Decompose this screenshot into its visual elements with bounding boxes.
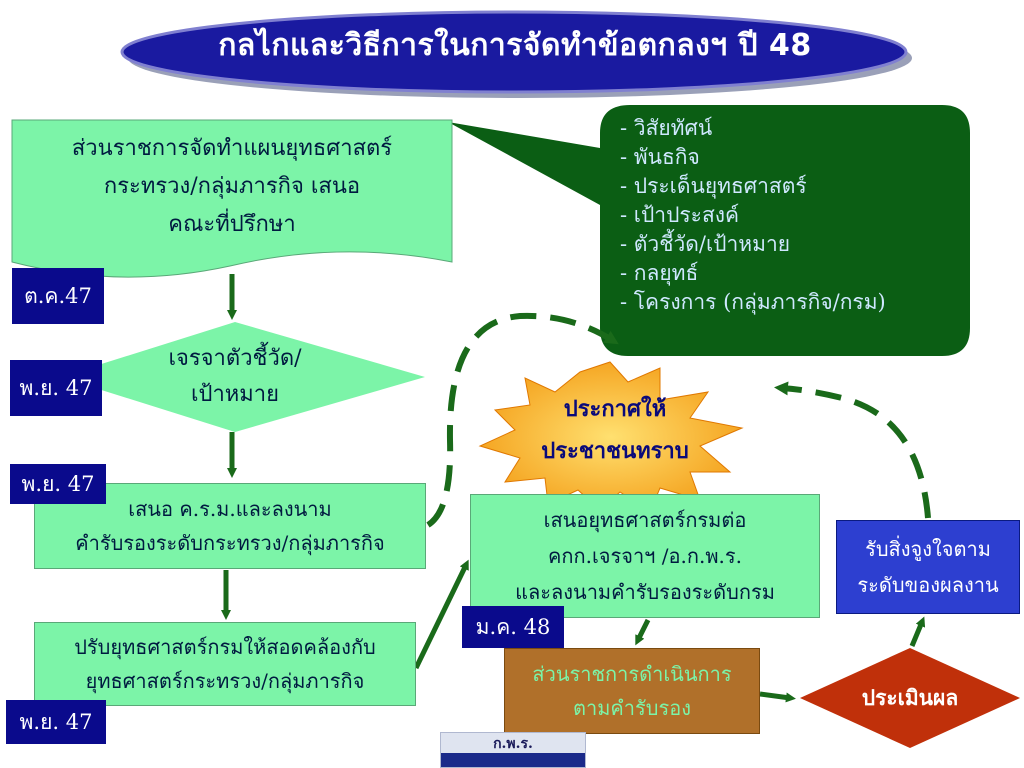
box3-line-1: ปรับยุทธศาสตร์กรมให้สอดคล้องกับ: [74, 635, 376, 659]
bubble-list: - วิสัยทัศน์ - พันธกิจ - ประเด็นยุทธศาสต…: [620, 114, 970, 317]
box1-line-2: กระทรวง/กลุ่มภารกิจ เสนอ: [103, 174, 361, 199]
box4-line-2: คกก.เจรจาฯ /อ.ก.พ.ร.: [547, 544, 742, 568]
box3: ปรับยุทธศาสตร์กรมให้สอดคล้องกับ ยุทธศาสต…: [34, 622, 416, 706]
diamond1-text: เจรจาตัวชี้วัด/ เป้าหมาย: [120, 337, 350, 417]
star-line-1: ประกาศให้: [563, 396, 667, 422]
bubble-item-6: - กลยุทธ์: [620, 261, 699, 285]
bubble-item-3: - ประเด็นยุทธศาสตร์: [620, 174, 807, 198]
diamond2-label: ประเมินผล: [861, 685, 959, 710]
box1-text: ส่วนราชการจัดทำแผนยุทธศาสตร์ กระทรวง/กลุ…: [12, 122, 452, 252]
logo-text: ก.พ.ร.: [493, 736, 533, 752]
box4-line-1: เสนอยุทธศาสตร์กรมต่อ: [543, 508, 747, 532]
box3-line-2: ยุทธศาสตร์กระทรวง/กลุ่มภารกิจ: [85, 669, 365, 693]
star-line-2: ประชาชนทราบ: [541, 438, 689, 464]
bubble-item-5: - ตัวชี้วัด/เป้าหมาย: [620, 232, 791, 256]
arrow-diamond2-box6: [909, 616, 926, 647]
bubble-shape: [448, 105, 970, 356]
page-title: กลไกและวิธีการในการจัดทำข้อตกลงฯ ปี 48: [218, 28, 812, 63]
bubble-item-1: - วิสัยทัศน์: [620, 116, 713, 140]
box4: เสนอยุทธศาสตร์กรมต่อ คกก.เจรจาฯ /อ.ก.พ.ร…: [470, 494, 820, 618]
diamond1-line-2: เป้าหมาย: [190, 382, 280, 407]
logo: ก.พ.ร.: [440, 732, 586, 768]
date-badge-4: พ.ย. 47: [6, 700, 106, 744]
box6-line-2: ระดับของผลงาน: [857, 573, 999, 597]
bubble-item-7: - โครงการ (กลุ่มภารกิจ/กรม): [620, 290, 886, 314]
box5-line-2: ตามคำรับรอง: [573, 696, 691, 720]
title-ellipse: [120, 10, 908, 94]
box5-line-1: ส่วนราชการดำเนินการ: [532, 662, 732, 686]
date-badge-2: พ.ย. 47: [10, 360, 102, 416]
diamond2-shape: [800, 648, 1020, 748]
dashed-curve-right: [774, 381, 931, 519]
box6: รับสิ่งจูงใจตาม ระดับของผลงาน: [836, 520, 1020, 614]
bubble-item-4: - เป้าประสงค์: [620, 203, 740, 227]
date-badge-1: ต.ค.47: [12, 268, 104, 324]
box2-line-1: เสนอ ค.ร.ม.และลงนาม: [128, 497, 332, 521]
arrow-box5-diamond2: [759, 691, 796, 703]
box1-line-3: คณะที่ปรึกษา: [168, 212, 296, 237]
box1-line-1: ส่วนราชการจัดทำแผนยุทธศาสตร์: [71, 136, 393, 161]
date-badge-3: พ.ย. 47: [10, 464, 106, 504]
box2-line-2: คำรับรองระดับกระทรวง/กลุ่มภารกิจ: [75, 531, 385, 555]
box4-line-3: และลงนามคำรับรองระดับกรม: [515, 580, 775, 604]
box5: ส่วนราชการดำเนินการ ตามคำรับรอง: [504, 648, 760, 734]
arrow-box3-box4: [413, 559, 469, 670]
diamond1-line-1: เจรจาตัวชี้วัด/: [168, 346, 302, 371]
diamond2-text: ประเมินผล: [830, 676, 990, 720]
dashed-curve-left: [426, 312, 619, 528]
diamond1-shape: [60, 322, 425, 432]
box6-line-1: รับสิ่งจูงใจตาม: [865, 537, 991, 561]
logo-strip: [441, 753, 585, 767]
bubble-item-2: - พันธกิจ: [620, 145, 700, 169]
arrow-box4-box5: [635, 618, 651, 646]
star-text: ประกาศให้ ประชาชนทราบ: [500, 382, 730, 478]
date-badge-5: ม.ค. 48: [462, 606, 564, 648]
